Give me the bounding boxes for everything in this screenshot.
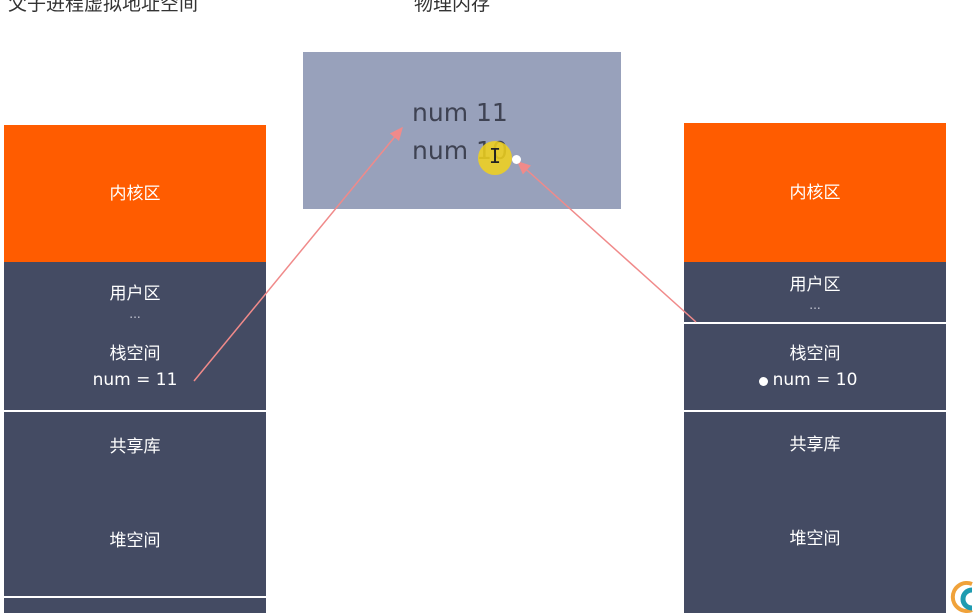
child-heap-label: 堆空间 [789, 529, 841, 549]
child-user-segment: 用户区 ... [684, 262, 946, 322]
parent-bottom-divider [4, 596, 266, 598]
child-kernel-label: 内核区 [789, 182, 841, 203]
child-user-ellipsis: ... [809, 298, 821, 312]
child-mapping-arrow [516, 160, 697, 323]
parent-kernel-label: 内核区 [109, 183, 161, 204]
child-divider-2 [684, 410, 946, 412]
physical-num-line-1: num 11 [412, 98, 508, 127]
parent-user-ellipsis: ... [129, 306, 141, 321]
child-kernel-segment: 内核区 [684, 123, 946, 262]
child-stack-segment: 栈空间 num = 10 [684, 324, 946, 410]
parent-address-space: 内核区 用户区 ... 栈空间 num = 11 共享库 堆空间 [4, 125, 266, 613]
parent-user-label: 用户区 [109, 283, 161, 304]
child-stack-value: num = 10 [772, 370, 858, 390]
corner-logo-icon [950, 581, 973, 613]
child-stack-label: 栈空间 [789, 344, 841, 364]
parent-shared-lib-label: 共享库 [109, 437, 161, 457]
pointer-dot-stack [759, 377, 768, 386]
child-shared-heap-segment: 共享库 堆空间 [684, 412, 946, 613]
parent-shared-heap-segment: 共享库 堆空间 [4, 412, 266, 596]
parent-mapping-arrow [193, 126, 403, 382]
child-shared-lib-label: 共享库 [789, 435, 841, 455]
parent-divider [4, 410, 266, 412]
pointer-dot-top [512, 155, 521, 164]
physical-memory-title: 物理内存 [414, 0, 491, 15]
parent-user-segment: 用户区 ... 栈空间 num = 11 [4, 262, 266, 411]
text-cursor-icon: I [489, 144, 502, 168]
child-address-space: 内核区 用户区 ... 栈空间 num = 10 共享库 堆空间 [684, 123, 946, 613]
parent-kernel-segment: 内核区 [4, 125, 266, 262]
cursor-highlight [478, 141, 512, 175]
parent-heap-label: 堆空间 [109, 531, 161, 551]
child-divider-1 [684, 322, 946, 324]
parent-stack-value: num = 11 [92, 369, 178, 390]
parent-stack-label: 栈空间 [109, 343, 161, 364]
parent-bottom-segment [4, 598, 266, 613]
virtual-address-space-title: 父子进程虚拟地址空间 [8, 0, 199, 15]
child-user-label: 用户区 [789, 275, 841, 295]
